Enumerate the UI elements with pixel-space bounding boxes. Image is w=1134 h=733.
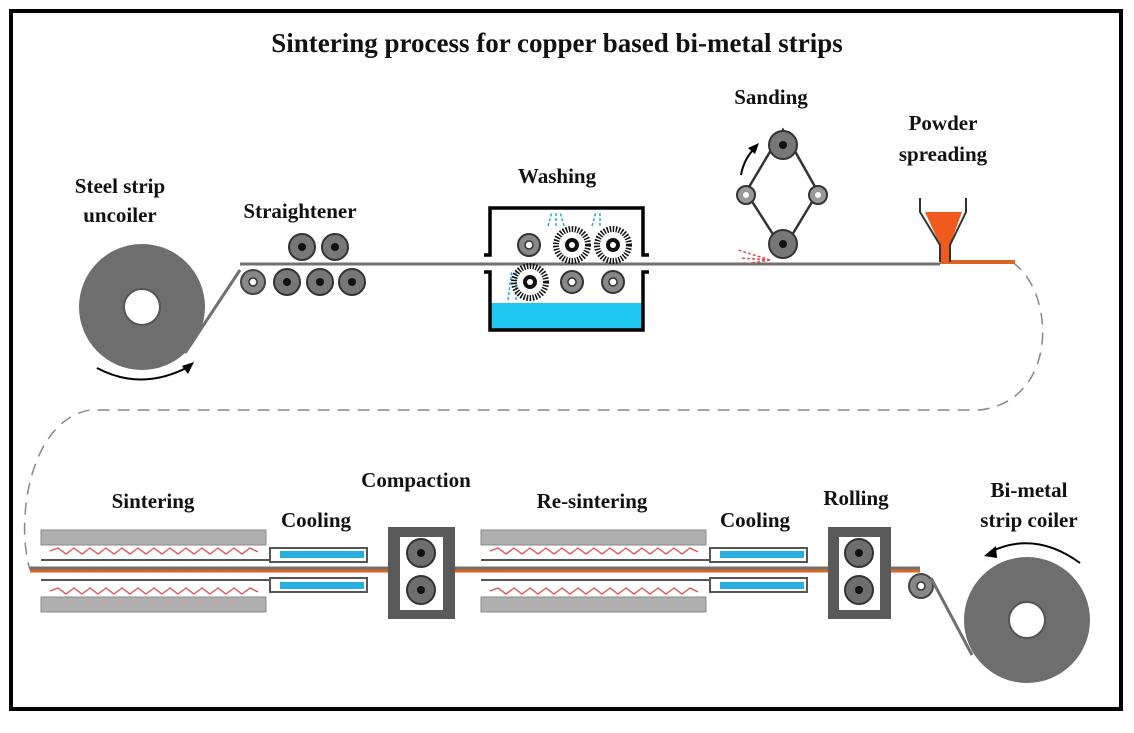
sintering-label: Sintering bbox=[112, 489, 195, 513]
resintering-label: Re-sintering bbox=[537, 489, 648, 513]
washing-hood bbox=[484, 206, 649, 257]
coiler-label-line2: strip coiler bbox=[980, 508, 1077, 532]
powder-label-line1: Powder bbox=[909, 111, 978, 135]
cooling-section-2 bbox=[709, 547, 808, 593]
strip-return-path bbox=[23, 261, 1044, 571]
wash-brush bbox=[553, 226, 591, 264]
washing-label: Washing bbox=[518, 164, 597, 188]
washing-tank bbox=[484, 206, 649, 332]
powder-label-line2: spreading bbox=[899, 142, 988, 166]
resintering-heater-bottom bbox=[489, 587, 699, 595]
coiler-hub bbox=[1008, 601, 1046, 639]
wash-brush bbox=[511, 263, 549, 301]
coiler-rotation-arrow bbox=[989, 542, 1081, 564]
cooling-label-2: Cooling bbox=[720, 508, 791, 532]
uncoiler-label-line1: Steel strip bbox=[75, 174, 165, 198]
uncoiler-rotation-arrow bbox=[96, 365, 191, 381]
uncoiler-strip-feed bbox=[183, 269, 242, 354]
sintering-furnace-top bbox=[40, 529, 267, 546]
sintering-heater-bottom bbox=[49, 587, 259, 595]
resintering-furnace bbox=[480, 529, 710, 613]
coiler-strip-feed bbox=[929, 577, 974, 656]
sintering-furnace bbox=[40, 529, 270, 613]
sanding-sparks bbox=[737, 249, 771, 265]
washing-water bbox=[490, 303, 643, 329]
washing-basin bbox=[484, 270, 649, 332]
diagram-title: Sintering process for copper based bi-me… bbox=[271, 28, 843, 58]
straightener-rollers bbox=[240, 233, 366, 296]
rolling-label: Rolling bbox=[823, 486, 889, 510]
sintering-furnace-bottom bbox=[40, 596, 267, 613]
resintering-furnace-bottom bbox=[480, 596, 707, 613]
resintering-heater-top bbox=[489, 547, 699, 555]
compaction-label: Compaction bbox=[361, 468, 471, 492]
wash-brush bbox=[594, 226, 632, 264]
straightener-label: Straightener bbox=[243, 199, 356, 223]
resintering-furnace-top bbox=[480, 529, 707, 546]
bimetal-strip-coiler bbox=[929, 542, 1090, 683]
cooling-section-1 bbox=[269, 547, 368, 593]
uncoiler-hub bbox=[123, 288, 161, 326]
sanding-belt bbox=[736, 127, 828, 265]
powder-fill bbox=[925, 212, 962, 262]
compaction-press bbox=[388, 527, 455, 619]
sanding-label: Sanding bbox=[734, 85, 808, 109]
uncoiler-arrow-head bbox=[182, 362, 194, 374]
steel-strip-uncoiler bbox=[79, 244, 242, 381]
rolling-mill bbox=[828, 527, 891, 619]
sintering-heater-top bbox=[49, 547, 259, 555]
cooling-label-1: Cooling bbox=[281, 508, 352, 532]
powder-hopper bbox=[919, 198, 967, 262]
uncoiler-label-line2: uncoiler bbox=[83, 203, 157, 227]
coiler-label-line1: Bi-metal bbox=[991, 478, 1068, 502]
